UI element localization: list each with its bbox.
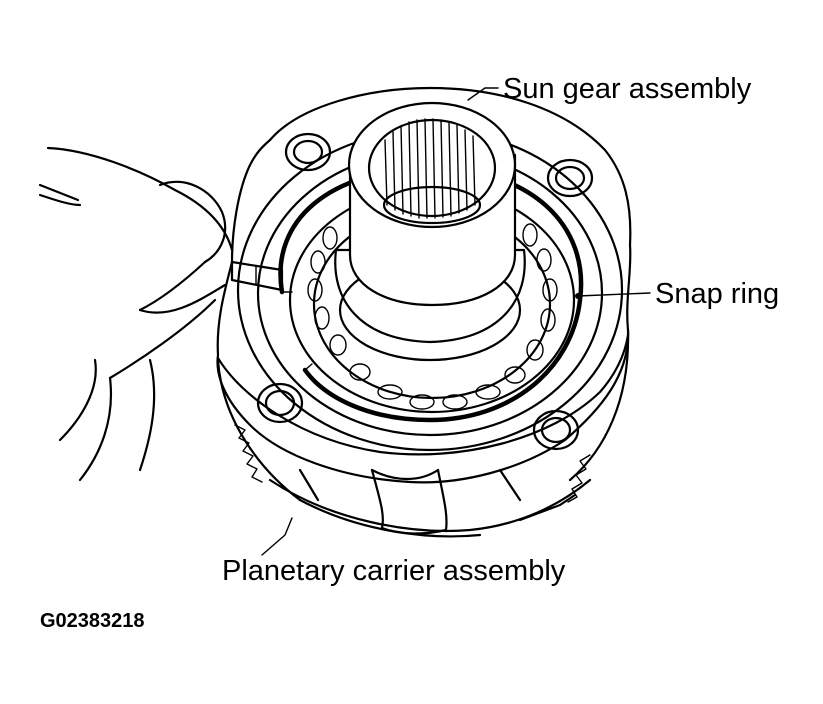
snap-ring-leader (577, 292, 651, 297)
figure-id: G02383218 (40, 610, 145, 632)
planetary-carrier-body (216, 328, 630, 538)
sun-gear-leader (467, 87, 499, 101)
planetary-carrier-label: Planetary carrier assembly (222, 555, 566, 587)
bolt-hole-top-right (546, 158, 594, 198)
leader-lines (261, 87, 651, 556)
sun-gear-shaft (334, 101, 526, 362)
sun-gear-label: Sun gear assembly (503, 73, 752, 105)
hand-illustration (38, 146, 234, 482)
snap-ring-label: Snap ring (655, 278, 779, 310)
needle-bearing (288, 186, 576, 414)
bolt-hole-top-left (284, 132, 332, 172)
bearing-rollers (307, 223, 558, 410)
shaft-splines (384, 118, 476, 219)
snap-ring-leader-dot (575, 293, 581, 299)
carrier-leader (261, 517, 293, 556)
